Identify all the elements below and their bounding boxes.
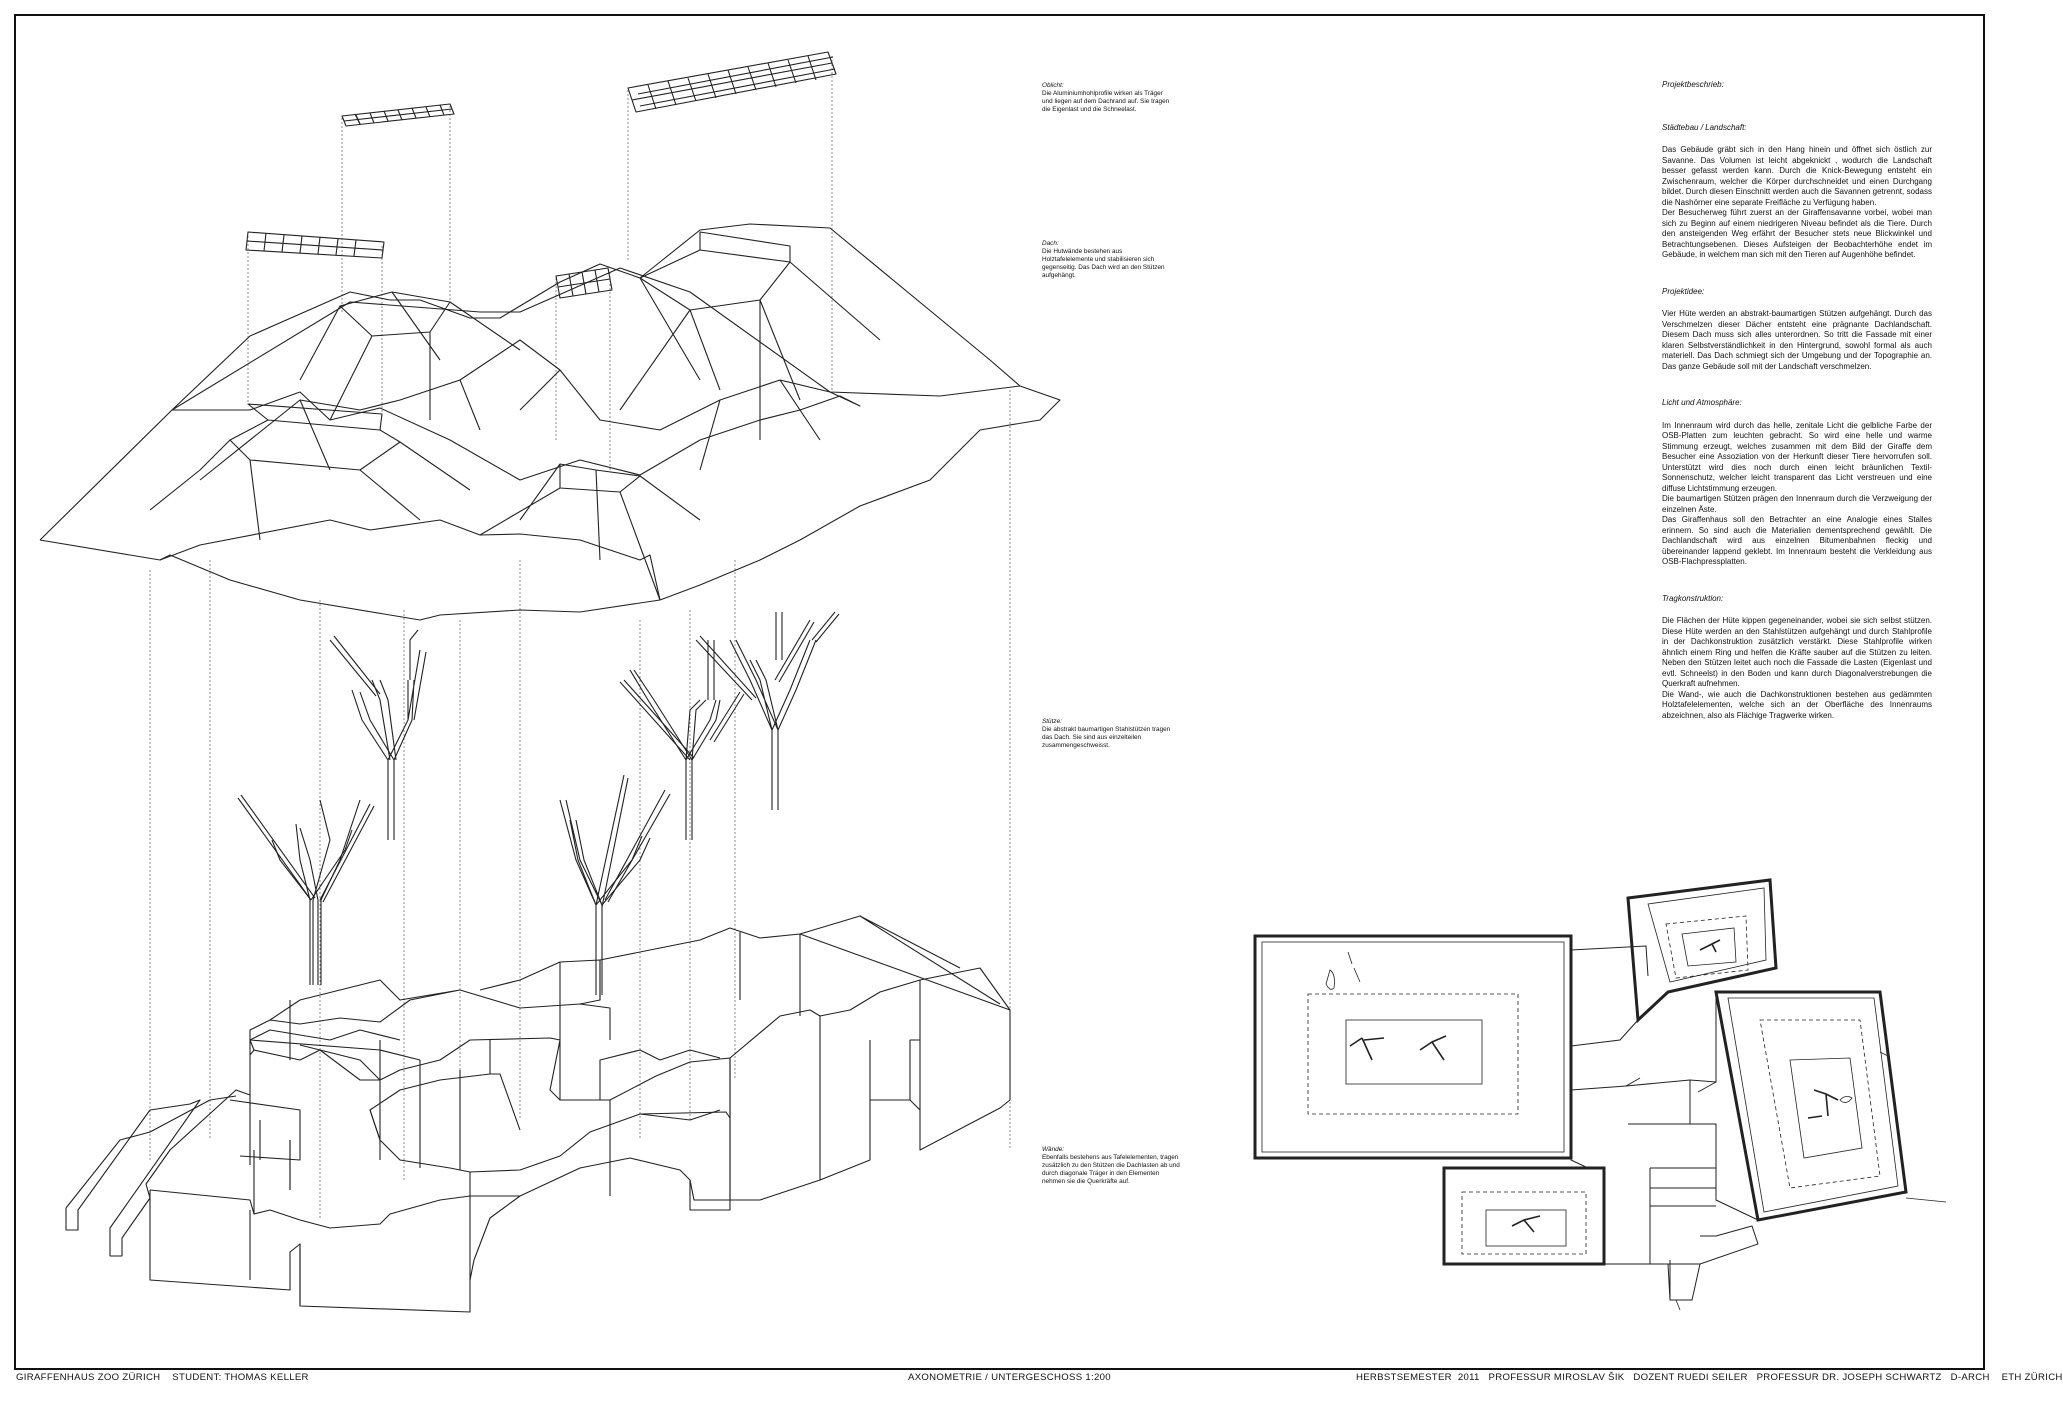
footer-project-student: GIRAFFENHAUS ZOO ZÜRICH STUDENT: THOMAS … bbox=[16, 1372, 309, 1383]
skylight-grids bbox=[245, 51, 837, 299]
tree-columns bbox=[237, 611, 840, 995]
section-title: Projektidee: bbox=[1662, 286, 1705, 296]
annotation-text: Die Aluminiumhohlprofile wirken als Träg… bbox=[1042, 90, 1170, 113]
annotation-oblicht: Oblicht: Die Aluminiumhohlprofile wirken… bbox=[1042, 82, 1172, 114]
section-text: Die Flächen der Hüte kippen gegeneinande… bbox=[1662, 616, 1932, 720]
section-tragkonstruktion: Tragkonstruktion: Die Flächen der Hüte k… bbox=[1662, 594, 1932, 722]
plan-left-hall bbox=[1253, 934, 1573, 1160]
plan-connections bbox=[1570, 945, 1759, 1311]
annotation-title: Oblicht: bbox=[1042, 82, 1064, 89]
section-title: Licht und Atmosphäre: bbox=[1662, 398, 1742, 407]
axonometric-drawing bbox=[39, 51, 1061, 1313]
tree-column-2 bbox=[329, 629, 427, 840]
ground-floor-walls bbox=[65, 915, 1011, 1313]
section-title: Tragkonstruktion: bbox=[1662, 593, 1724, 603]
section-title: Städtebau / Landschaft: bbox=[1662, 122, 1747, 132]
drawing-sheet-frame bbox=[14, 14, 1985, 1370]
floor-plan-untergeschoss bbox=[1253, 878, 1947, 1311]
annotation-title: Wände: bbox=[1042, 1146, 1065, 1153]
section-projektidee: Projektidee: Vier Hüte werden an abstrak… bbox=[1662, 287, 1932, 373]
tree-column-5 bbox=[695, 611, 840, 810]
roof-landscape bbox=[39, 223, 1061, 621]
annotation-text: Die abstrakt baumartigen Stahlstützen tr… bbox=[1042, 726, 1171, 749]
annotation-title: Stütze: bbox=[1042, 718, 1062, 725]
annotation-title: Dach: bbox=[1042, 240, 1059, 247]
annotation-stuetze: Stütze: Die abstrakt baumartigen Stahlst… bbox=[1042, 718, 1172, 750]
section-text: Im Innenraum wird durch das helle, zenit… bbox=[1662, 420, 1932, 567]
annotation-dach: Dach: Die Hutwände bestehen aus Holztafe… bbox=[1042, 240, 1172, 280]
skylight-grid-top-right bbox=[627, 51, 837, 113]
footer-drawing-title: AXONOMETRIE / UNTERGESCHOSS 1:200 bbox=[908, 1372, 1111, 1383]
plan-bottom-room bbox=[1442, 1166, 1606, 1266]
section-text: Vier Hüte werden an abstrakt-baumartigen… bbox=[1662, 309, 1932, 371]
section-licht: Licht und Atmosphäre: Im Innenraum wird … bbox=[1662, 398, 1932, 568]
tree-column-1 bbox=[237, 794, 375, 985]
section-staedtebau: Städtebau / Landschaft: Das Gebäude gräb… bbox=[1662, 123, 1932, 261]
tree-column-3 bbox=[559, 774, 671, 995]
section-text: Das Gebäude gräbt sich in den Hang hinei… bbox=[1662, 145, 1932, 259]
projection-lines bbox=[149, 56, 1011, 1220]
annotation-text: Ebenfalls bestehens aus Tafelelementen, … bbox=[1042, 1154, 1180, 1185]
plan-right-hall bbox=[1714, 990, 1947, 1222]
footer-semester-professors: HERBSTSEMESTER 2011 PROFESSUR MIROSLAV Š… bbox=[1356, 1372, 2063, 1383]
annotation-text: Die Hutwände bestehen aus Holztafeleleme… bbox=[1042, 248, 1165, 279]
skylight-grid-mid-right bbox=[555, 267, 613, 299]
skylight-grid-top-left bbox=[341, 103, 455, 127]
tree-column-4 bbox=[619, 640, 745, 840]
description-heading: Projektbeschrieb: bbox=[1662, 80, 1724, 89]
project-description: Projektbeschrieb: Städtebau / Landschaft… bbox=[1662, 80, 1932, 747]
annotation-waende: Wände: Ebenfalls bestehens aus Tafelelem… bbox=[1042, 1146, 1182, 1186]
plan-top-right-room bbox=[1626, 878, 1778, 1024]
